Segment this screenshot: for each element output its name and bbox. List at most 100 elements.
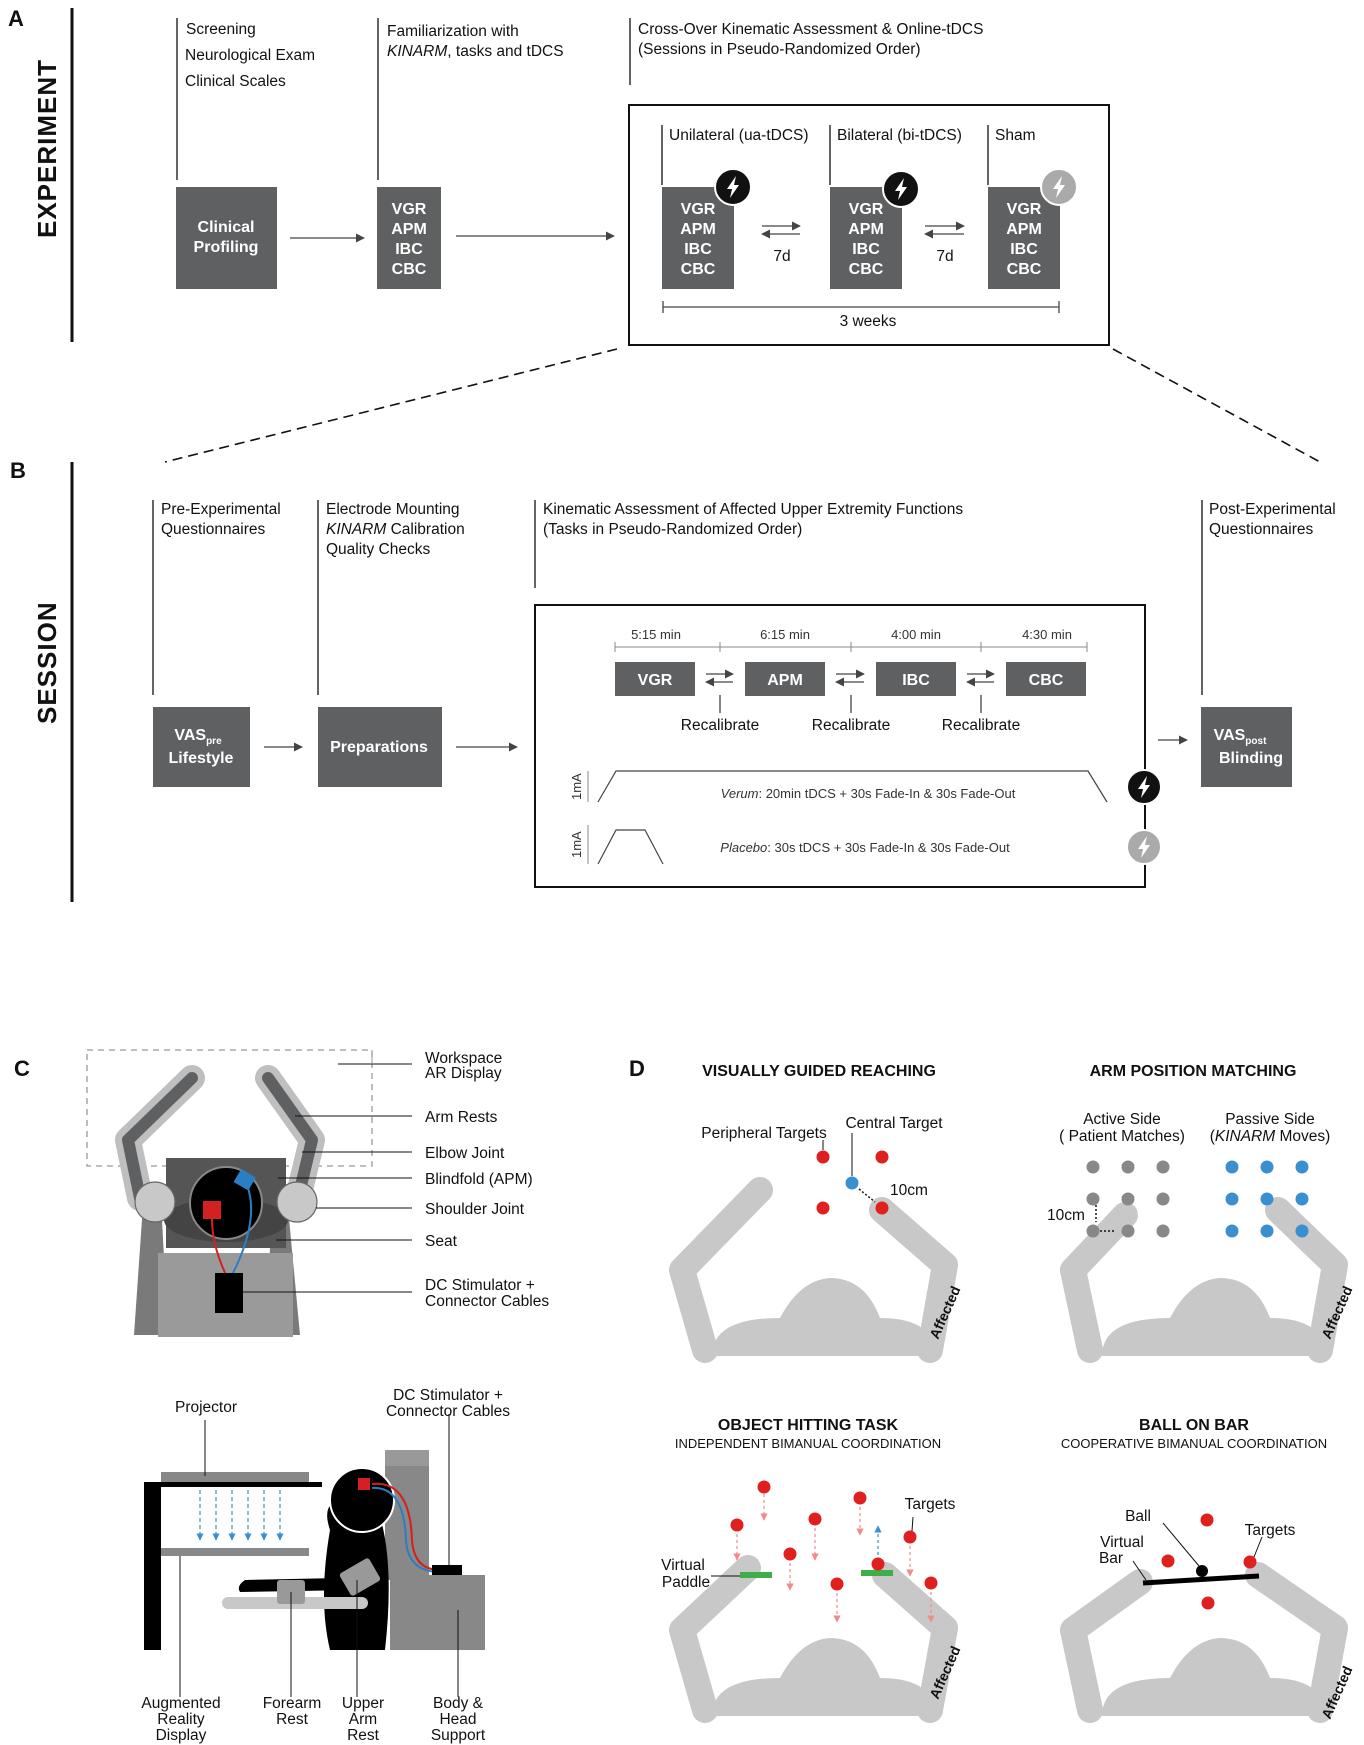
recalibrate-2: Recalibrate <box>812 717 890 734</box>
clinical-profiling-box <box>176 187 277 289</box>
svg-text:IBC: IBC <box>1010 241 1038 258</box>
pre-q-text-2: Questionnaires <box>161 521 266 538</box>
task-cbc: CBC <box>392 261 427 278</box>
svg-text:APM: APM <box>848 221 884 238</box>
obj-workspace <box>669 1480 958 1723</box>
dc-stim-label: DC Stimulator + <box>425 1277 535 1294</box>
apm-title: ARM POSITION MATCHING <box>1090 1063 1297 1080</box>
svg-text:CBC: CBC <box>1007 261 1042 278</box>
session-label: SESSION <box>32 601 62 724</box>
kinarm-calibration-text: KINARM Calibration <box>326 521 465 538</box>
familiarization-task-box <box>377 187 441 289</box>
session-apm-box <box>745 662 825 696</box>
apm-active-label: Active Side <box>1083 1111 1161 1128</box>
vgr-central-label: Central Target <box>845 1115 943 1132</box>
obj-virtual-label: Virtual <box>661 1557 705 1574</box>
ar-label-3: Display <box>156 1727 207 1744</box>
bob-subtitle: COOPERATIVE BIMANUAL COORDINATION <box>1061 1436 1327 1451</box>
svg-text:IBC: IBC <box>852 241 880 258</box>
apm-patient-label: ( Patient Matches) <box>1059 1128 1185 1145</box>
pre-q-text: Pre-Experimental <box>161 501 281 518</box>
bob-workspace <box>1060 1513 1348 1723</box>
bob-ball-label: Ball <box>1125 1508 1151 1525</box>
bob-title: BALL ON BAR <box>1139 1417 1249 1434</box>
forearm-label-2: Rest <box>276 1711 309 1728</box>
familiarization-task-list: VGR APM IBC CBC <box>391 201 427 278</box>
bilateral-label: Bilateral (bi-tDCS) <box>837 127 962 144</box>
bob-bar-label: Bar <box>1099 1550 1123 1567</box>
swap-arrows-icon <box>924 221 965 239</box>
obj-title: OBJECT HITTING TASK <box>718 1417 899 1434</box>
verum-ma: 1mA <box>569 773 584 800</box>
side-view-leaders <box>179 1414 459 1697</box>
quality-checks-text: Quality Checks <box>326 541 430 558</box>
session-ibc-text: IBC <box>902 672 930 689</box>
apm-workspace <box>1060 1160 1348 1363</box>
verum-waveform <box>597 770 1108 803</box>
washout-1: 7d <box>773 248 790 265</box>
projector-label: Projector <box>175 1399 237 1416</box>
shoulder-joint-label: Shoulder Joint <box>425 1201 525 1218</box>
ar-label-2: Reality <box>157 1711 205 1728</box>
forearm-label-1: Forearm <box>263 1695 322 1712</box>
kinarm-side-view <box>144 1450 485 1650</box>
apm-10cm-label: 10cm <box>1047 1207 1085 1224</box>
svg-text:CBC: CBC <box>849 261 884 278</box>
swap-arrows-icon <box>966 669 995 713</box>
washout-2: 7d <box>936 248 953 265</box>
session-vgr-box <box>615 662 695 696</box>
crossover-text: Cross-Over Kinematic Assessment & Online… <box>638 21 983 38</box>
top-view-leaders <box>243 1050 412 1293</box>
body-label-1: Body & <box>433 1695 484 1712</box>
bolt-icon <box>1126 769 1162 805</box>
body-label-3: Support <box>431 1727 486 1744</box>
crossover-text-2: (Sessions in Pseudo-Randomized Order) <box>638 41 921 58</box>
vgr-workspace <box>669 1133 958 1363</box>
kinematic-text: Kinematic Assessment of Affected Upper E… <box>543 501 963 518</box>
screening-text: Screening <box>186 21 256 38</box>
obj-subtitle: INDEPENDENT BIMANUAL COORDINATION <box>675 1436 941 1451</box>
recalibrate-1: Recalibrate <box>681 717 759 734</box>
workspace-label: Workspace <box>425 1050 502 1067</box>
post-q-text-2: Questionnaires <box>1209 521 1314 538</box>
swap-arrows-icon <box>835 669 865 713</box>
sham-bolt-icon <box>1040 168 1078 206</box>
dc-side-label: DC Stimulator + <box>393 1387 503 1404</box>
time-cbc: 4:30 min <box>1022 627 1072 642</box>
panel-a-letter: A <box>8 6 24 31</box>
vas-post-text: VASpost <box>1214 727 1267 747</box>
svg-text:APM: APM <box>680 221 716 238</box>
apm-passive-label: Passive Side <box>1225 1111 1315 1128</box>
neuro-exam-text: Neurological Exam <box>185 47 315 64</box>
placebo-waveform <box>597 829 664 865</box>
svg-text:CBC: CBC <box>681 261 716 278</box>
placebo-text: Placebo: 30s tDCS + 30s Fade-In & 30s Fa… <box>720 840 1010 855</box>
profiling-text: Profiling <box>194 239 259 256</box>
connector-side-label: Connector Cables <box>386 1403 510 1420</box>
ar-display-label: AR Display <box>425 1065 502 1082</box>
blindfold-label: Blindfold (APM) <box>425 1171 533 1188</box>
elbow-joint-label: Elbow Joint <box>425 1145 505 1162</box>
unilateral-box: VGR APM IBC CBC <box>662 187 734 289</box>
session-ibc-box <box>876 662 956 696</box>
panel-c-letter: C <box>14 1056 30 1081</box>
time-bracket <box>614 642 1088 652</box>
zoom-line-left <box>164 348 618 463</box>
seat-label: Seat <box>425 1233 458 1250</box>
familiarization-text-2: KINARM, tasks and tDCS <box>387 43 564 60</box>
arm-rests-label: Arm Rests <box>425 1109 498 1126</box>
lifestyle-text: Lifestyle <box>169 750 234 767</box>
crossover-frame <box>628 104 1110 346</box>
duration-label: 3 weeks <box>840 313 897 330</box>
vas-pre-box <box>153 707 250 787</box>
session-vgr-text: VGR <box>638 672 673 689</box>
obj-targets-label: Targets <box>905 1496 956 1513</box>
time-ibc: 4:00 min <box>891 627 941 642</box>
sham-bolt-icon <box>1126 829 1162 865</box>
svg-text:APM: APM <box>1006 221 1042 238</box>
svg-text:VGR: VGR <box>1007 201 1042 218</box>
session-apm-text: APM <box>767 672 803 689</box>
task-vgr: VGR <box>392 201 427 218</box>
blinding-text: Blinding <box>1219 750 1283 767</box>
